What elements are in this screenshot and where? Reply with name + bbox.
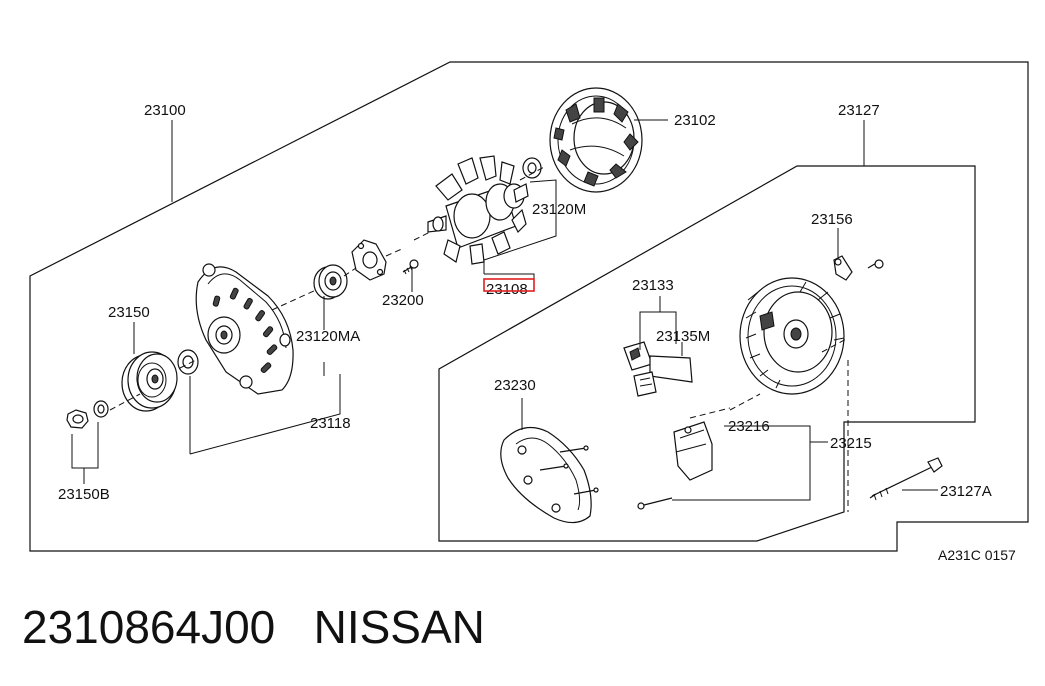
spacer-icon [177,349,199,375]
label-23118: 23118 [310,415,351,432]
label-23127: 23127 [838,102,880,119]
outer-frame [29,61,1029,552]
label-23216: 23216 [728,418,770,435]
label-23150b: 23150B [58,486,110,503]
pulley-icon [121,351,178,412]
rectifier-icon [500,426,599,524]
label-23102: 23102 [674,112,716,129]
rotor-icon [427,155,542,265]
part-caption: 2310864J00 NISSAN [22,600,485,654]
highlight-box-23108 [483,278,535,292]
assembly-axis-front [109,165,547,411]
label-23133: 23133 [632,277,674,294]
label-23135m: 23135M [656,328,710,345]
label-23120m: 23120M [532,201,586,218]
through-bolt-icon [869,457,943,501]
caption-spacer [275,601,313,653]
nut-icon [66,409,89,429]
figure-reference: A231C 0157 [938,547,1016,563]
label-23215: 23215 [830,435,872,452]
washer-icon [93,400,109,418]
label-23230: 23230 [494,377,536,394]
brush-holder-icon [623,341,693,397]
inner-frame [438,165,976,542]
label-23200: 23200 [382,292,424,309]
assembly-axis-rear [689,337,849,419]
front-housing-icon [195,263,294,395]
label-23127a: 23127A [940,483,992,500]
bearing-icon [313,264,348,300]
regulator-icon [673,421,713,481]
label-23156: 23156 [811,211,853,228]
rear-housing-icon [739,277,845,395]
label-23100: 23100 [144,102,186,119]
label-23150: 23150 [108,304,150,321]
leader-lines [71,119,938,501]
caption-part-number: 2310864J00 [22,601,276,653]
label-23120ma: 23120MA [296,328,360,345]
caption-brand: NISSAN [313,601,485,653]
regulator-screw-icon [637,497,673,510]
retainer-plate-icon [351,239,387,281]
terminal-bolt-icon [833,255,884,281]
label-23108: 23108 [486,281,528,298]
stator-icon [549,87,643,193]
screw-icon [402,259,419,275]
